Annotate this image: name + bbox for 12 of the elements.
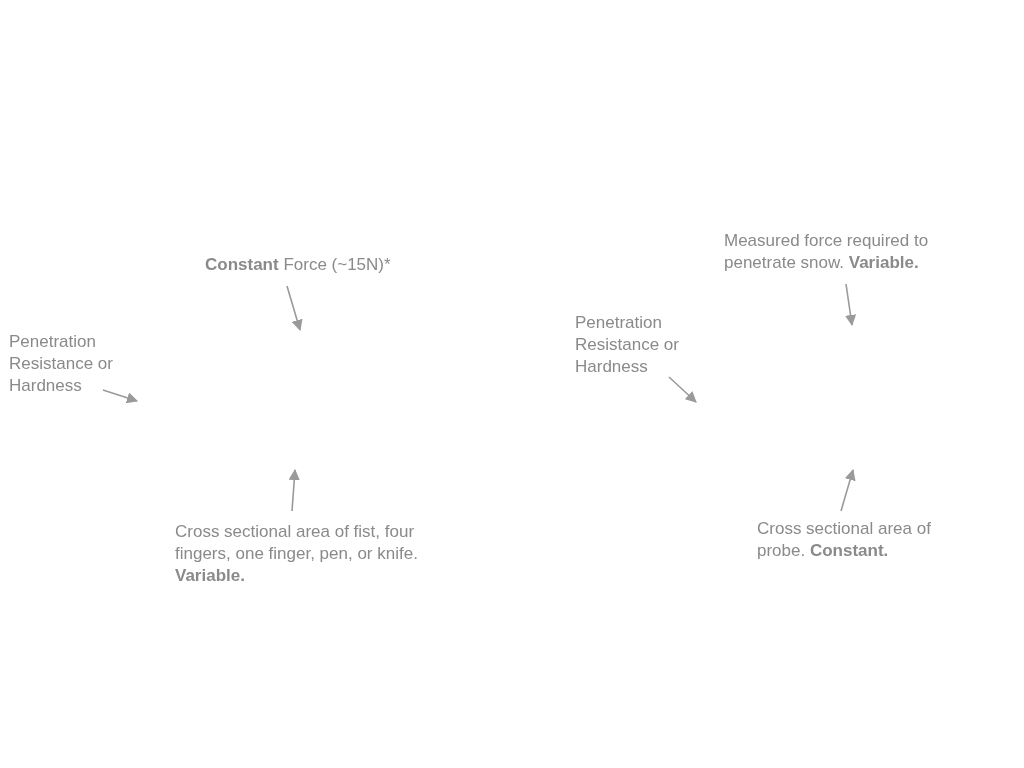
annotation-text: Measured force required to penetrate snow. Variable. xyxy=(724,230,974,274)
annotation-text: Penetration Resistance or Hardness xyxy=(9,331,139,397)
annotation-text: Constant Force (~15N)* xyxy=(205,254,435,276)
leader-arrow xyxy=(102,389,139,404)
annotation-text: Cross sectional area of probe. Constant. xyxy=(757,518,972,562)
annotation-text: Cross sectional area of fist, four fingers, one finger, pen, or knife. Variable. xyxy=(175,521,455,587)
leader-arrow xyxy=(845,283,857,327)
annotation-text: Penetration Resistance or Hardness xyxy=(575,312,705,378)
leader-arrow xyxy=(668,376,697,403)
leader-arrow xyxy=(286,285,303,332)
leader-arrow xyxy=(840,468,856,512)
leader-arrow xyxy=(288,468,300,512)
